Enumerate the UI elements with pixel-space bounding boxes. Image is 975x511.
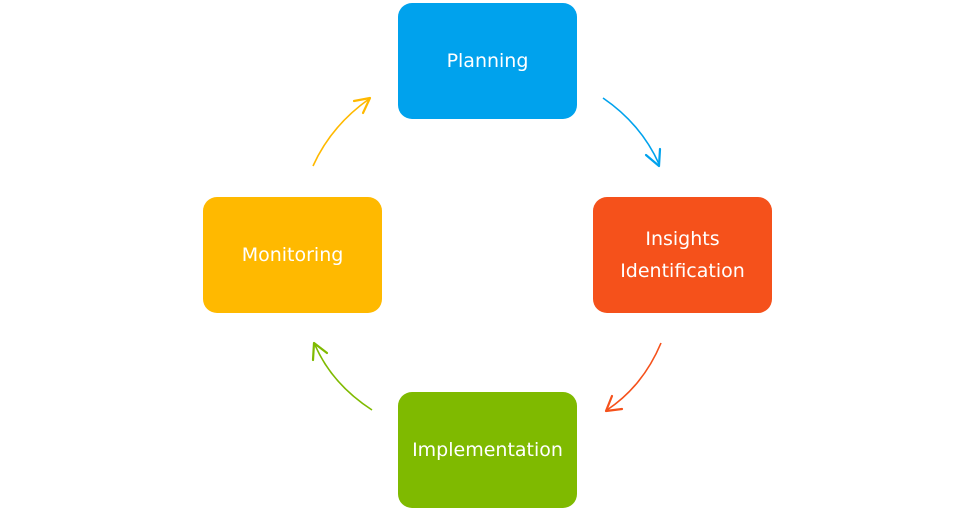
insights-identification-step-label: Insights Identification <box>620 228 745 282</box>
planning-step-label: Planning <box>446 50 529 72</box>
arrow-implementation-to-monitoring <box>311 341 373 411</box>
arrow-insights-to-implementation <box>604 342 662 413</box>
arrow-planning-to-insights <box>602 97 662 168</box>
planning-step-box: Planning <box>398 3 577 119</box>
monitoring-step-box: Monitoring <box>203 197 382 313</box>
implementation-step-label: Implementation <box>412 439 563 461</box>
monitoring-step-label: Monitoring <box>241 244 344 266</box>
arrow-monitoring-to-planning <box>312 96 372 167</box>
insights-identification-step-box: Insights Identification <box>593 197 772 313</box>
implementation-step-box: Implementation <box>398 392 577 508</box>
